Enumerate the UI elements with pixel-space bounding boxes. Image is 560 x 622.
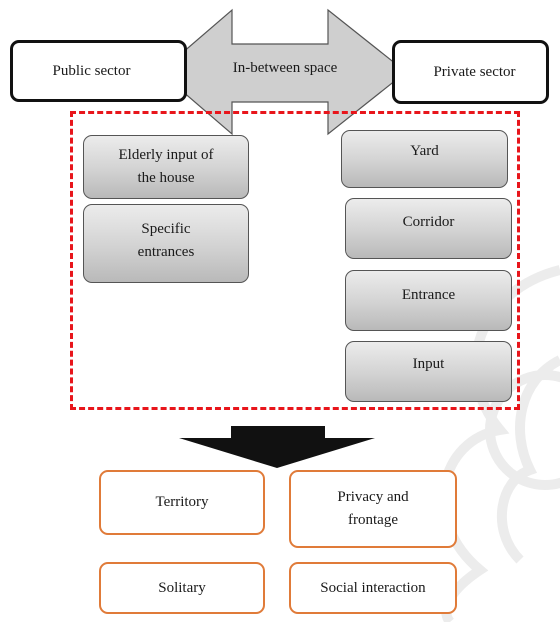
entrance-label: Entrance [401, 287, 456, 303]
corridor-label: Corridor [402, 214, 455, 230]
privacy-frontage-label: Privacy and frontage [337, 489, 409, 528]
public-sector-box: Public sector [10, 40, 187, 102]
elderly-input-box: Elderly input of the house [83, 135, 249, 199]
private-sector-label: Private sector [433, 63, 516, 80]
yard-box: Yard [341, 130, 508, 188]
solitary-label: Solitary [158, 579, 206, 596]
in-between-space-label: In-between space [232, 60, 338, 76]
territory-label: Territory [155, 494, 209, 510]
elderly-input-label: Elderly input of the house [118, 147, 214, 186]
input-label: Input [412, 356, 445, 372]
private-sector-box: Private sector [392, 40, 549, 104]
social-interaction-label: Social interaction [320, 579, 426, 596]
territory-box: Territory [99, 470, 265, 535]
input-box: Input [345, 341, 512, 402]
corridor-box: Corridor [345, 198, 512, 259]
specific-entrances-label: Specific entrances [137, 221, 195, 260]
privacy-frontage-box: Privacy and frontage [289, 470, 457, 548]
public-sector-label: Public sector [52, 62, 131, 79]
social-interaction-box: Social interaction [289, 562, 457, 614]
yard-label: Yard [410, 143, 439, 159]
entrance-box: Entrance [345, 270, 512, 331]
solitary-box: Solitary [99, 562, 265, 614]
specific-entrances-box: Specific entrances [83, 204, 249, 283]
in-between-dashed-frame [70, 111, 520, 410]
down-arrow-shape [179, 426, 375, 468]
